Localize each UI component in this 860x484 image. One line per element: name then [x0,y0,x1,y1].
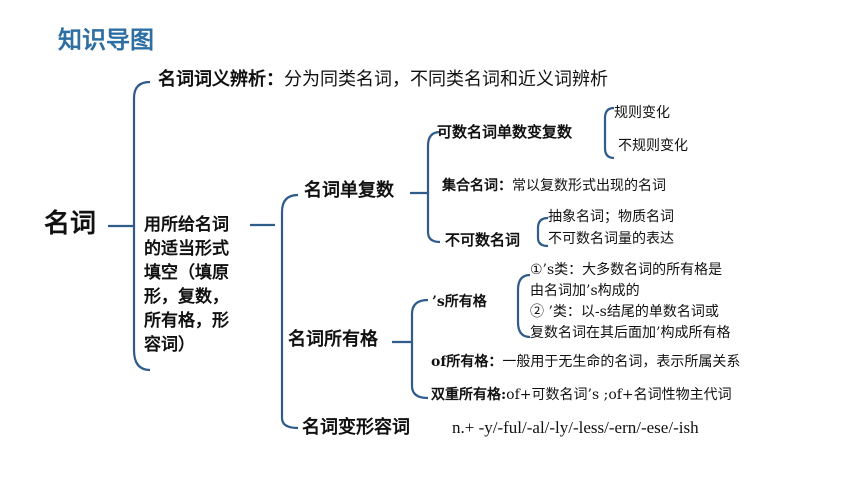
node-countable: 可数名词单数变复数 [437,123,573,141]
label-line: 用所给名词 [144,215,229,235]
label-line: 所有格，形 [144,311,229,331]
level2-bracket [280,193,299,430]
branch-meaning-text: 分为同类名词，不同类名词和近义词辨析 [284,69,608,90]
s-possessive-line: 复数名词在其后面加’构成所有格 [530,325,731,341]
countable-item-regular: 规则变化 [614,105,670,121]
root-node: 名词 [44,209,97,239]
of-possessive-text: 一般用于无生命的名词，表示所属关系 [502,354,741,370]
countable-item-irregular: 不规则变化 [618,138,688,154]
label-line: 容词） [144,335,195,355]
uncountable-item-measure: 不可数名词量的表达 [548,231,674,247]
of-possessive-label: of所有格： [431,354,503,370]
branch-fill-in-label: 用所给名词 的适当形式 填空（填原 形，复数， 所有格，形 容词） [144,213,229,357]
node-singular-plural: 名词单复数 [304,180,394,201]
label-line: 填空（填原 [144,263,229,283]
s-possessive-line: ①’s类：大多数名词的所有格是 [530,262,723,278]
root-bracket [132,80,151,372]
label-line: 的适当形式 [144,239,229,259]
label-line: 形，复数， [144,287,229,307]
collective-label: 集合名词： [442,178,512,194]
node-s-possessive: ’s所有格 [432,294,487,310]
double-possessive-label: 双重所有格: [431,387,507,403]
countable-bracket [603,106,615,160]
s-possessive-bracket [516,273,531,339]
branch-meaning-label: 名词词义辨析： [158,69,284,90]
page-title: 知识导图 [58,25,154,54]
collective-text: 常以复数形式出现的名词 [512,178,666,194]
node-noun-to-adjective: 名词变形容词 [302,417,410,438]
node-double-possessive: 双重所有格:of+可数名词’s ;of+名词性物主代词 [431,387,732,403]
uncountable-bracket [536,216,549,248]
node-uncountable: 不可数名词 [445,231,521,249]
adjective-suffixes: n.+ -y/-ful/-al/-ly/-less/-ern/-ese/-ish [452,418,699,437]
node-of-possessive: of所有格：一般用于无生命的名词，表示所属关系 [431,354,740,370]
singular-plural-bracket [426,130,441,244]
s-possessive-line: 由名词加’s构成的 [530,283,640,299]
uncountable-item-abstract: 抽象名词；物质名词 [548,209,674,225]
branch-meaning: 名词词义辨析：分为同类名词，不同类名词和近义词辨析 [158,69,608,91]
node-collective: 集合名词：常以复数形式出现的名词 [442,178,666,194]
possessive-bracket [410,298,429,400]
node-possessive: 名词所有格 [288,329,378,350]
double-possessive-text: of+可数名词’s ;of+名词性物主代词 [506,387,732,403]
s-possessive-line: ② ’类：以-s结尾的单数名词或 [530,304,719,320]
